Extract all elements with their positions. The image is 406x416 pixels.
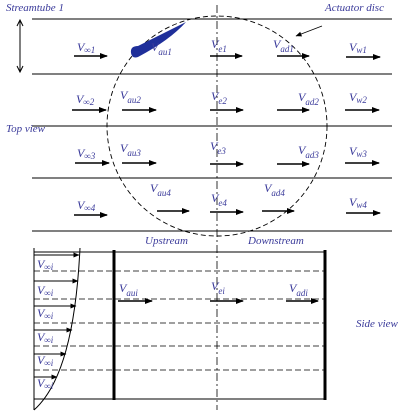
actuator-disc-label: Actuator disc xyxy=(324,2,384,14)
v-w-2-sub: w2 xyxy=(356,95,367,105)
v-au-1-main: V xyxy=(151,40,160,54)
v-au-3-main: V xyxy=(120,141,129,155)
svg-text:Vad3: Vad3 xyxy=(298,143,319,160)
svg-text:Vw1: Vw1 xyxy=(349,40,367,55)
v-adi-main: V xyxy=(289,281,298,295)
upstream-label: Upstream xyxy=(145,235,188,247)
v-e-3-main: V xyxy=(210,139,219,153)
velocity-profile-curve xyxy=(33,247,81,411)
svg-text:Vw4: Vw4 xyxy=(349,195,367,210)
v-inf-4-main: V xyxy=(77,198,86,212)
v-aui-main: V xyxy=(119,281,128,295)
streamtube-label: Streamtube 1 xyxy=(6,2,64,14)
v-ei-sub: ei xyxy=(218,286,225,296)
top-view-row-2: V∞2 Vau2 Ve2 Vad2 Vw2 xyxy=(72,88,380,113)
top-view-row-1: V∞1 Vau1 Ve1 Vad1 Vw1 xyxy=(74,37,381,60)
v-w-3-main: V xyxy=(349,144,358,158)
v-w-4-main: V xyxy=(349,195,358,209)
svg-text:Ve3: Ve3 xyxy=(210,139,226,156)
v-inf-1-sub: ∞1 xyxy=(84,45,95,55)
v-inf-2-main: V xyxy=(76,92,85,106)
svg-text:V∞i: V∞i xyxy=(37,283,54,298)
v-ad-3-sub: ad3 xyxy=(305,150,319,160)
svg-text:Ve4: Ve4 xyxy=(211,191,227,208)
v-e-1-main: V xyxy=(211,37,220,51)
v-au-1-sub: au1 xyxy=(158,47,172,57)
svg-text:Vad1: Vad1 xyxy=(273,37,294,54)
svg-text:Vw2: Vw2 xyxy=(349,90,367,105)
svg-text:Vau2: Vau2 xyxy=(120,88,141,105)
svg-text:Vau3: Vau3 xyxy=(120,141,141,158)
v-e-2-main: V xyxy=(211,89,220,103)
svg-text:V∞i: V∞i xyxy=(37,257,54,272)
svg-text:Ve1: Ve1 xyxy=(211,37,227,54)
svg-text:Vad2: Vad2 xyxy=(298,90,319,107)
v-w-1-sub: w1 xyxy=(356,45,367,55)
top-view-row-4: V∞4 Vau4 Ve4 Vad4 Vw4 xyxy=(74,181,381,218)
v-e-3-sub: e3 xyxy=(217,146,226,156)
svg-text:V∞i: V∞i xyxy=(37,306,54,321)
top-view-label: Top view xyxy=(6,123,46,135)
v-au-4-main: V xyxy=(150,181,159,195)
v-ei-main: V xyxy=(211,279,220,293)
v-w-2-main: V xyxy=(349,90,358,104)
v-ad-1-sub: ad1 xyxy=(280,44,294,54)
svg-text:V∞i: V∞i xyxy=(37,353,54,368)
svg-text:V∞i: V∞i xyxy=(37,376,54,391)
svg-text:Vaui: Vaui xyxy=(119,281,138,298)
v-ad-4-main: V xyxy=(264,181,273,195)
v-w-3-sub: w3 xyxy=(356,149,367,159)
v-e-4-main: V xyxy=(211,191,220,205)
v-inf-4-sub: ∞4 xyxy=(84,203,95,213)
svg-text:Vad4: Vad4 xyxy=(264,181,285,198)
streamtube-height-marker xyxy=(16,18,24,74)
v-aui-sub: aui xyxy=(126,288,138,298)
v-au-4-sub: au4 xyxy=(157,188,171,198)
v-e-2-sub: e2 xyxy=(218,96,227,106)
svg-text:Vadi: Vadi xyxy=(289,281,308,298)
svg-text:V∞3: V∞3 xyxy=(77,146,96,161)
v-w-4-sub: w4 xyxy=(356,200,367,210)
blade-icon xyxy=(130,22,186,58)
v-w-1-main: V xyxy=(349,40,358,54)
v-inf-3-sub: ∞3 xyxy=(84,151,95,161)
svg-text:Vau1: Vau1 xyxy=(151,40,172,57)
side-view-label: Side view xyxy=(356,318,399,330)
v-ad-2-main: V xyxy=(298,90,307,104)
svg-text:Vau4: Vau4 xyxy=(150,181,171,198)
downstream-label: Downstream xyxy=(247,235,304,247)
side-view-velocities: Vaui Vei Vadi xyxy=(118,279,319,304)
inflow-arrows xyxy=(34,252,80,380)
top-view-row-3: V∞3 Vau3 Ve3 Vad3 Vw3 xyxy=(75,139,380,167)
inflow-labels: V∞i V∞i V∞i V∞i V∞i V∞i xyxy=(37,257,54,391)
streamtube-boundaries xyxy=(32,18,392,232)
v-e-4-sub: e4 xyxy=(218,198,227,208)
v-inf-2-sub: ∞2 xyxy=(83,97,94,107)
v-ad-1-main: V xyxy=(273,37,282,51)
svg-text:Vei: Vei xyxy=(211,279,225,296)
svg-text:Vw3: Vw3 xyxy=(349,144,367,159)
actuator-disc-leader xyxy=(295,25,323,37)
v-inf-1-main: V xyxy=(77,40,86,54)
v-ad-4-sub: ad4 xyxy=(271,188,285,198)
svg-text:V∞1: V∞1 xyxy=(77,40,95,55)
v-e-1-sub: e1 xyxy=(218,44,227,54)
side-view-frame xyxy=(33,247,327,411)
v-au-2-sub: au2 xyxy=(127,95,141,105)
svg-text:V∞2: V∞2 xyxy=(76,92,95,107)
svg-text:V∞i: V∞i xyxy=(37,330,54,345)
v-inf-3-main: V xyxy=(77,146,86,160)
svg-text:V∞4: V∞4 xyxy=(77,198,96,213)
v-ad-2-sub: ad2 xyxy=(305,97,319,107)
svg-text:Ve2: Ve2 xyxy=(211,89,227,106)
v-adi-sub: adi xyxy=(296,288,308,298)
v-ad-3-main: V xyxy=(298,143,307,157)
v-au-2-main: V xyxy=(120,88,129,102)
v-au-3-sub: au3 xyxy=(127,148,141,158)
